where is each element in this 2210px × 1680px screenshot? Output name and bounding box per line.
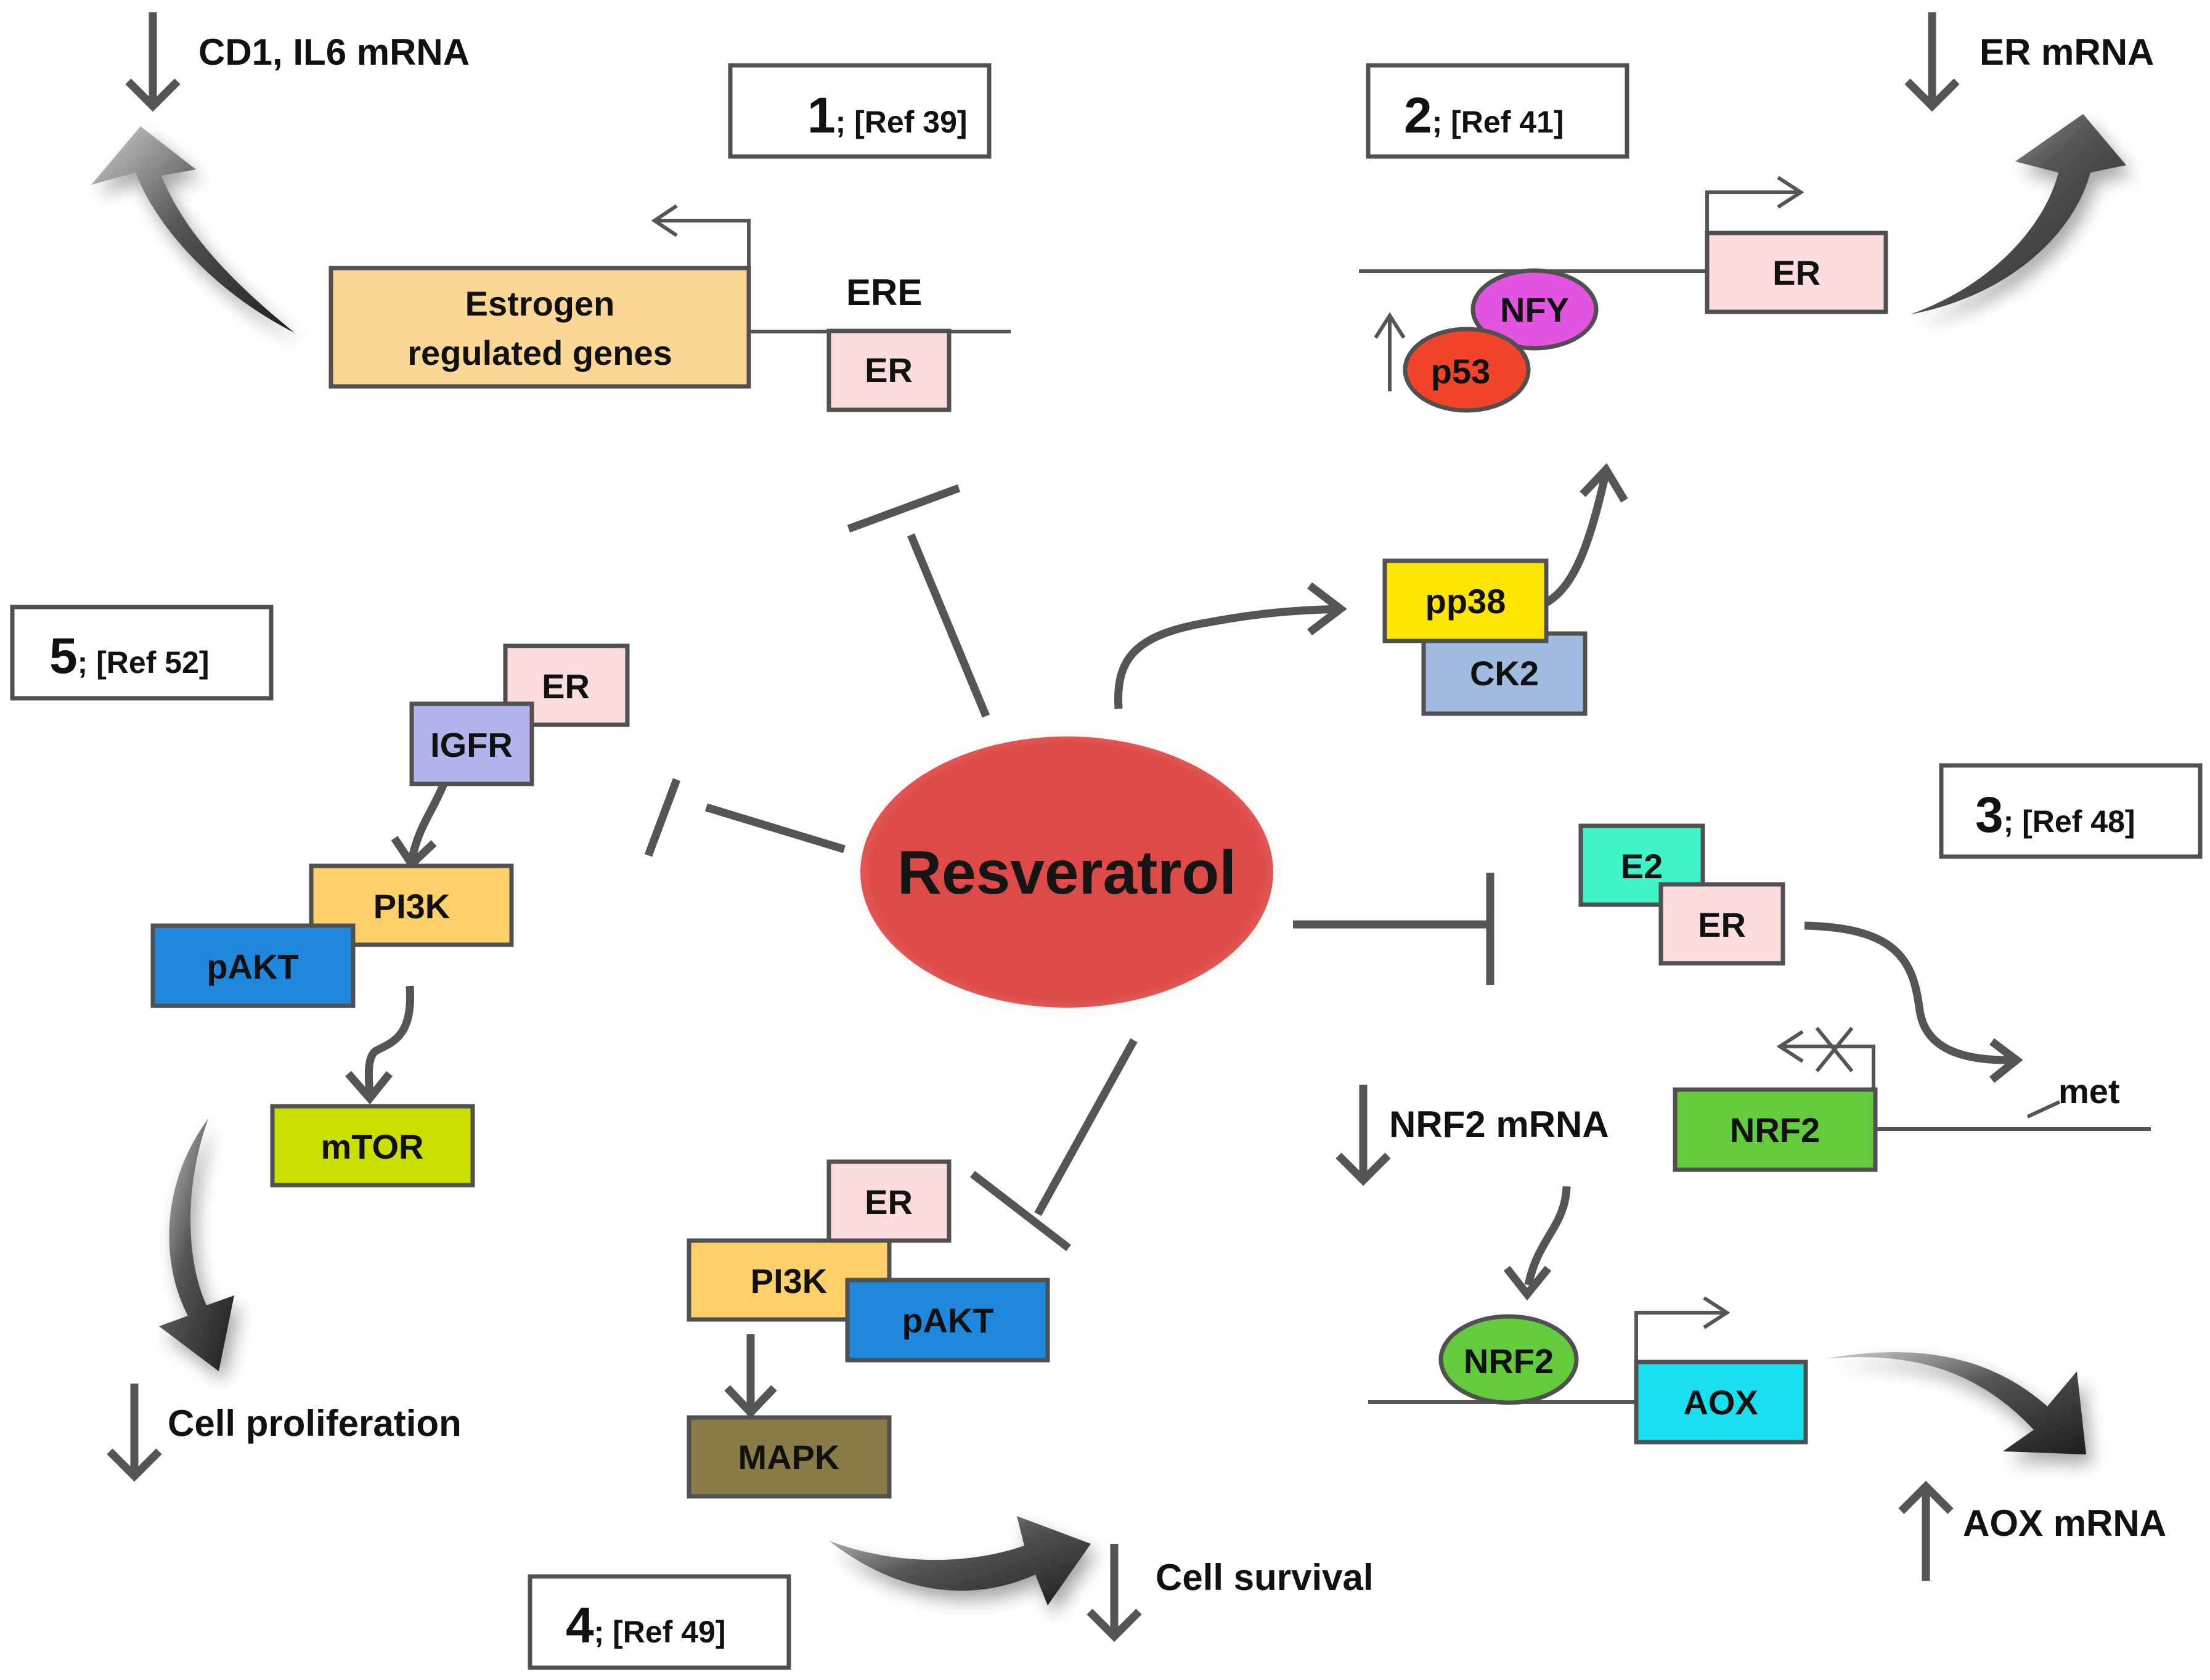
nrf2-protein-label: NRF2	[1464, 1342, 1554, 1380]
er-label-p4: ER	[865, 1183, 913, 1221]
ref-text-5: ; [Ref 52]	[78, 645, 210, 680]
mtor-label: mTOR	[321, 1127, 424, 1166]
down-arrow-icon	[1087, 1609, 1142, 1642]
down-arrow-icon	[1904, 78, 1960, 112]
up-arrow-icon	[1898, 1480, 1954, 1514]
er-label-p2: ER	[1772, 253, 1821, 292]
aox-mrna-label: AOX mRNA	[1963, 1503, 2166, 1544]
ref-text-4: ; [Ref 49]	[594, 1615, 726, 1649]
pp38-label: pp38	[1425, 582, 1506, 621]
ref-box-2	[1366, 63, 1629, 159]
panel-4: 4; [Ref 49] ER PI3K pAKT MAPK Cell survi…	[528, 1159, 1374, 1670]
nrf2-protein-node	[1438, 1314, 1579, 1405]
aox-label: AOX	[1683, 1383, 1758, 1422]
er-label-p1: ER	[865, 351, 913, 389]
er-box-p3	[1658, 882, 1785, 966]
nrf2-mrna-label: NRF2 mRNA	[1389, 1104, 1609, 1145]
pi3k-label-p5: PI3K	[373, 887, 451, 926]
pakt-label-p5: pAKT	[206, 947, 298, 986]
er-mrna-label: ER mRNA	[1980, 31, 2154, 73]
ref-box-1	[728, 63, 992, 159]
er-label-p3: ER	[1698, 905, 1746, 944]
ref-text-3: ; [Ref 48]	[2004, 804, 2135, 839]
er-label-p5: ER	[542, 667, 590, 706]
igfr-label: IGFR	[430, 725, 513, 764]
down-arrow-icon	[107, 1448, 162, 1482]
e2-label: E2	[1621, 847, 1663, 886]
pakt-box-p4	[845, 1278, 1050, 1363]
cell-proliferation-label: Cell proliferation	[168, 1403, 462, 1444]
estrogen-genes-line2: regulated genes	[407, 333, 672, 372]
up-arrow-icon	[1374, 312, 1406, 339]
er-box-p1	[826, 328, 952, 412]
curved-arrow-icon	[91, 126, 295, 333]
ere-label: ERE	[846, 272, 922, 313]
ref-box-3	[1939, 763, 2203, 859]
ref-box-4	[528, 1574, 791, 1670]
curved-arrow-icon	[159, 1119, 234, 1371]
er-box-p4	[826, 1159, 952, 1243]
resveratrol-node: Resveratrol	[839, 723, 1295, 1025]
svg-text:4; [Ref 49]: 4; [Ref 49]	[566, 1597, 726, 1653]
mtor-box	[270, 1104, 475, 1188]
nrf2-gene-box	[1673, 1087, 1878, 1172]
ref-num-1: 1	[807, 88, 836, 144]
mapk-box	[687, 1415, 892, 1499]
estrogen-genes-box	[328, 266, 751, 389]
ref-num-3: 3	[1975, 787, 2004, 843]
svg-text:3; [Ref 48]: 3; [Ref 48]	[1975, 787, 2135, 843]
ref-box-5	[10, 605, 274, 701]
pakt-box-p5	[150, 923, 356, 1008]
nfy-node	[1470, 268, 1599, 351]
resveratrol-label: Resveratrol	[897, 838, 1236, 907]
ref-num-5: 5	[49, 628, 78, 684]
estrogen-genes-line1: Estrogen	[465, 284, 615, 323]
svg-text:2; [Ref 41]: 2; [Ref 41]	[1404, 88, 1564, 144]
curved-arrow-icon	[829, 1516, 1091, 1605]
cell-survival-label: Cell survival	[1156, 1557, 1374, 1598]
mapk-label: MAPK	[738, 1438, 840, 1477]
igfr-box	[409, 701, 534, 786]
center-connectors	[644, 484, 1494, 1252]
cd1-il6-label: CD1, IL6 mRNA	[198, 31, 470, 73]
svg-text:1; [Ref 39]: 1; [Ref 39]	[807, 88, 968, 144]
ref-num-4: 4	[566, 1597, 594, 1653]
p53-label: p53	[1431, 352, 1491, 391]
er-box-p5	[503, 643, 630, 727]
aox-box	[1634, 1360, 1808, 1445]
panel-1: 1; [Ref 39] CD1, IL6 mRNA ERE Estrogen r…	[91, 12, 1011, 412]
panel-2: 2; [Ref 41] ER mRNA ER NFY p53 CK2 pp38	[1359, 12, 2154, 716]
curved-arrow-icon	[1910, 114, 2126, 314]
pakt-label-p4: pAKT	[902, 1301, 993, 1340]
ref-text-2: ; [Ref 41]	[1432, 105, 1564, 139]
panel-5: 5; [Ref 52] ER IGFR PI3K pAKT mTOR Cell …	[10, 605, 630, 1482]
nrf2-gene-label: NRF2	[1730, 1111, 1820, 1149]
ref-text-1: ; [Ref 39]	[836, 105, 968, 139]
nfy-label: NFY	[1500, 290, 1569, 329]
p53-node	[1403, 327, 1531, 413]
ref-num-2: 2	[1404, 88, 1432, 144]
curved-arrow-icon	[1824, 1352, 2086, 1454]
ck2-label: CK2	[1470, 654, 1539, 693]
panel-3: 3; [Ref 48] E2 ER met NRF2 NRF2 mRNA NRF…	[1335, 763, 2203, 1581]
pp38-box	[1382, 558, 1549, 643]
svg-text:5; [Ref 52]: 5; [Ref 52]	[49, 628, 210, 684]
met-label: met	[2058, 1072, 2120, 1111]
down-arrow-icon	[1335, 1152, 1391, 1186]
er-box-p2	[1705, 230, 1888, 314]
down-arrow-icon	[125, 78, 181, 112]
pi3k-label-p4: PI3K	[751, 1262, 828, 1300]
